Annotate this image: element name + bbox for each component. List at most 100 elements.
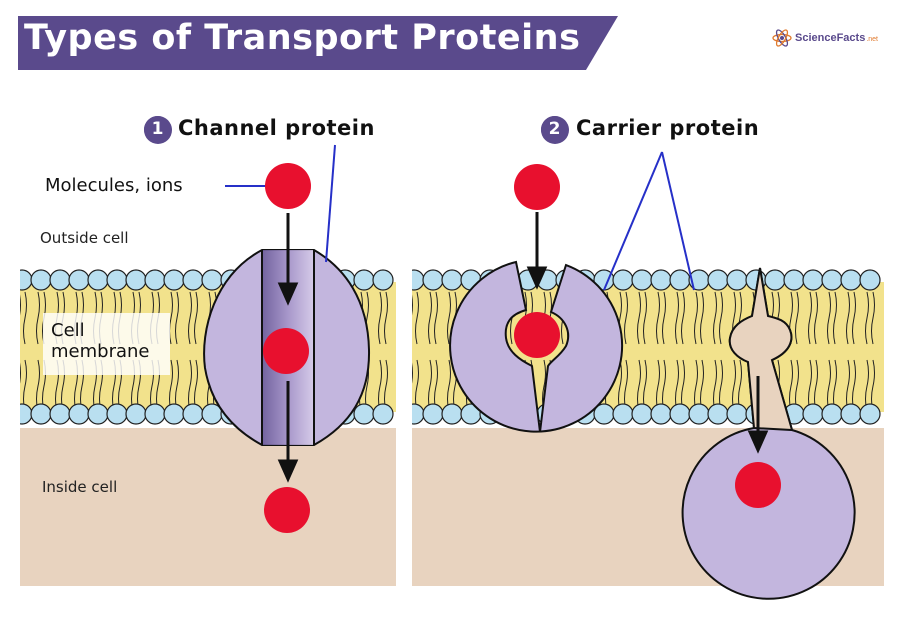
lipid-tail xyxy=(827,291,831,345)
lipid-tail xyxy=(700,291,704,345)
lipid-head xyxy=(30,269,52,291)
lipid-tail xyxy=(675,291,679,345)
lipid-tail xyxy=(36,291,40,345)
lipid-head xyxy=(163,269,185,291)
lipid-head xyxy=(726,403,748,425)
lipid-head xyxy=(821,269,843,291)
atom-icon xyxy=(772,29,792,47)
lipid-tail xyxy=(656,291,660,345)
lipid-head xyxy=(650,269,672,291)
cytoplasm-left xyxy=(20,428,396,586)
lipid-head xyxy=(49,269,71,291)
lipid-head xyxy=(353,403,375,425)
carrier-number-badge: 2 xyxy=(541,116,568,143)
channel-arrow-in xyxy=(277,213,299,306)
pointer-lines xyxy=(225,144,695,291)
lipid-tail xyxy=(434,291,438,345)
channel-pointer-line xyxy=(325,144,336,263)
lipid-head xyxy=(20,269,33,291)
channel-heading: Channel protein xyxy=(178,116,375,140)
lipid-tail xyxy=(415,291,419,345)
lipid-head xyxy=(412,403,425,425)
molecule-carrier-outside xyxy=(514,164,560,210)
lipid-head xyxy=(144,269,166,291)
lipid-tail xyxy=(412,294,413,316)
lipid-head xyxy=(125,403,147,425)
lipid-head xyxy=(821,403,843,425)
molecule-channel-inside-membrane xyxy=(263,328,309,374)
lipid-head xyxy=(669,403,691,425)
lipid-head xyxy=(106,403,128,425)
lipid-head xyxy=(422,269,444,291)
lipid-head xyxy=(783,269,805,291)
lipid-tail xyxy=(846,291,850,345)
lipid-head xyxy=(441,403,463,425)
lipid-head xyxy=(87,403,109,425)
carrier-arrow-out xyxy=(747,376,769,454)
carrier-protein-1-body xyxy=(449,260,624,433)
lipid-head xyxy=(764,269,786,291)
outside-cell-label: Outside cell xyxy=(40,229,129,247)
carrier-arrow-in xyxy=(526,212,548,290)
membrane-label-backdrop xyxy=(43,313,170,375)
lipid-head xyxy=(182,269,204,291)
lipid-tail xyxy=(852,291,856,345)
lipid-head xyxy=(650,403,672,425)
lipid-tail xyxy=(378,291,382,345)
lipid-head xyxy=(631,269,653,291)
lipid-tail xyxy=(814,291,818,345)
lipid-tail xyxy=(871,291,875,345)
logo-name: ScienceFacts xyxy=(795,32,866,44)
lipid-head xyxy=(353,269,375,291)
cell-membrane-label-line2: membrane xyxy=(51,341,150,362)
lipid-head xyxy=(707,403,729,425)
lipid-head xyxy=(20,403,33,425)
lipid-tail xyxy=(194,291,198,345)
lipid-head xyxy=(182,403,204,425)
lipid-head xyxy=(144,403,166,425)
carrier-protein-open-inward xyxy=(681,267,856,600)
channel-number-badge: 1 xyxy=(144,116,171,143)
cell-membrane-label: Cell membrane xyxy=(51,320,149,362)
lipid-tail xyxy=(384,291,388,345)
lipid-head xyxy=(859,403,881,425)
lipid-head xyxy=(688,403,710,425)
lipid-tail xyxy=(643,291,647,345)
lipid-tail xyxy=(447,291,451,345)
lipid-head xyxy=(87,269,109,291)
molecule-channel-inside-cell xyxy=(264,487,310,533)
lipid-tail xyxy=(808,291,812,345)
page-title: Types of Transport Proteins xyxy=(24,18,581,58)
lipid-head xyxy=(163,403,185,425)
molecules-label: Molecules, ions xyxy=(45,175,183,196)
lipid-head xyxy=(631,403,653,425)
cell-membrane-label-line1: Cell xyxy=(51,320,85,341)
lipid-head xyxy=(106,269,128,291)
lipid-tail xyxy=(428,291,432,345)
lipid-tail xyxy=(662,291,666,345)
lipid-tail xyxy=(865,291,869,345)
lipid-tail xyxy=(412,362,413,384)
lipid-tail xyxy=(188,291,192,345)
lipid-tail xyxy=(719,291,723,345)
lipid-tail xyxy=(694,291,698,345)
carrier-pointer-line-right xyxy=(661,151,695,291)
lipid-head xyxy=(49,403,71,425)
arrows xyxy=(277,212,769,483)
carrier-protein-2-cavity xyxy=(728,267,794,432)
molecule-channel-outside xyxy=(265,163,311,209)
lipid-tail xyxy=(20,362,21,384)
lipid-tail xyxy=(713,291,717,345)
carrier-pointer-line-left xyxy=(603,151,663,291)
lipid-head xyxy=(669,269,691,291)
carrier-heading: Carrier protein xyxy=(576,116,760,140)
lipid-head xyxy=(30,403,52,425)
title-banner xyxy=(18,16,618,70)
lipid-head xyxy=(68,403,90,425)
lipid-head xyxy=(372,403,394,425)
lipid-head xyxy=(840,403,862,425)
lipid-head xyxy=(412,269,425,291)
carrier-protein-open-outward xyxy=(449,260,624,433)
lipid-head xyxy=(441,269,463,291)
